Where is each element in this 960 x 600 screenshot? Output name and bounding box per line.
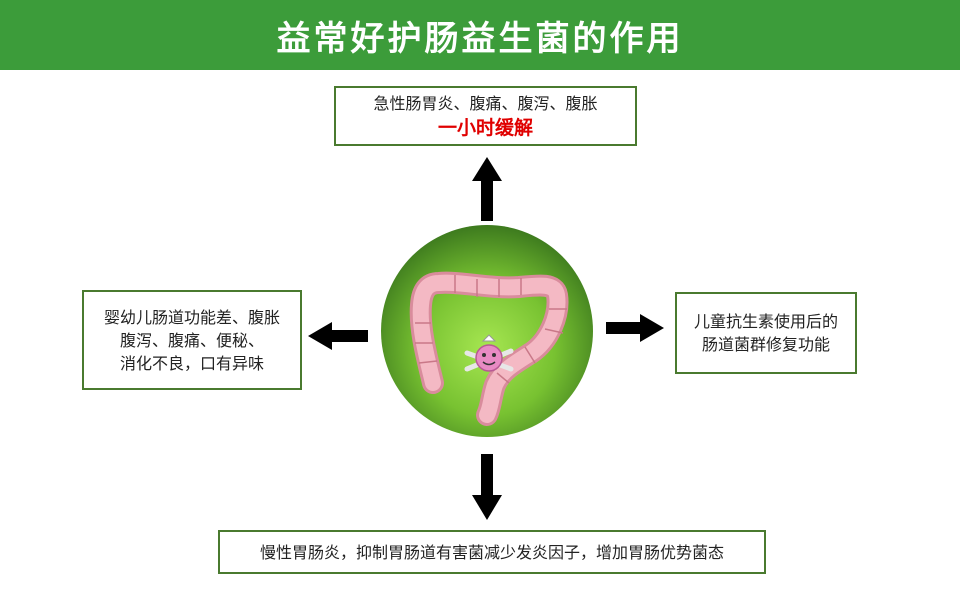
page-title: 益常好护肠益生菌的作用	[276, 18, 684, 59]
effect-left-line1: 婴幼儿肠道功能差、腹胀	[103, 307, 280, 327]
effect-right-line1: 儿童抗生素使用后的	[693, 312, 838, 331]
effect-bottom-text: 慢性胃肠炎，抑制胃肠道有害菌减少发炎因子，增加胃肠优势菌态	[259, 542, 724, 562]
arrow-up-icon	[472, 157, 502, 221]
effect-left-line2: 腹泻、腹痛、便秘、	[119, 330, 264, 350]
effect-top-text: 急性肠胃炎、腹痛、腹泻、腹胀	[373, 93, 598, 113]
arrow-right-icon	[606, 314, 664, 342]
effect-box-top: 急性肠胃炎、腹痛、腹泻、腹胀 一小时缓解	[334, 86, 637, 146]
effect-box-left: 婴幼儿肠道功能差、腹胀 腹泻、腹痛、便秘、 消化不良，口有异味	[82, 290, 302, 390]
header-banner: 益常好护肠益生菌的作用	[0, 0, 960, 70]
effect-box-bottom: 慢性胃肠炎，抑制胃肠道有害菌减少发炎因子，增加胃肠优势菌态	[218, 530, 766, 574]
effect-left-line3: 消化不良，口有异味	[119, 353, 264, 373]
effect-right-line2: 肠道菌群修复功能	[701, 335, 830, 354]
arrow-down-icon	[472, 454, 502, 520]
effect-box-right: 儿童抗生素使用后的 肠道菌群修复功能	[675, 292, 857, 374]
probiotic-character	[464, 334, 514, 372]
effect-top-highlight: 一小时缓解	[437, 116, 533, 139]
intestine-with-probiotic-icon	[381, 225, 593, 437]
arrow-left-icon	[308, 322, 368, 350]
